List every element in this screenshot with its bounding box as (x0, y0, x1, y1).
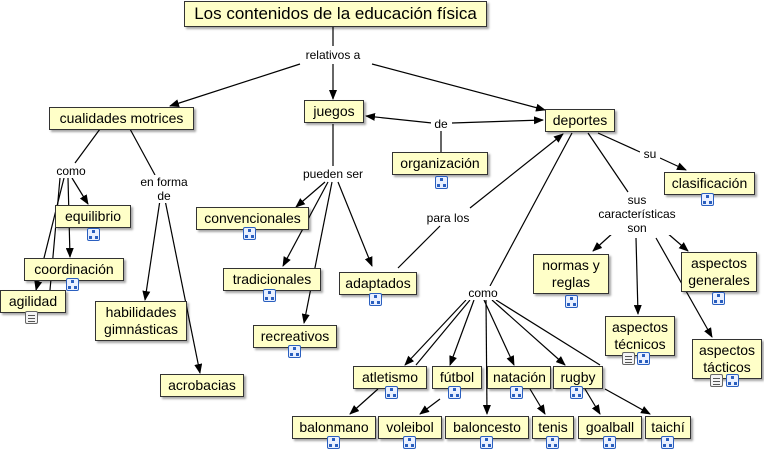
concept-map-icon[interactable] (510, 386, 523, 399)
concept-map-icon[interactable] (263, 289, 276, 302)
concept-map-icon[interactable] (603, 436, 616, 449)
link-label-como: como (54, 164, 88, 178)
concept-map-icon[interactable] (66, 278, 79, 291)
concept-atletismo[interactable]: atletismo (353, 366, 427, 389)
concept-acrobacias[interactable]: acrobacias (160, 374, 244, 397)
link-label-para-los: para los (422, 211, 474, 225)
concept-map-icon[interactable] (288, 345, 301, 358)
concept-map-icon[interactable] (480, 436, 493, 449)
concept-coordinacion[interactable]: coordinación (24, 258, 124, 281)
concept-map-icon[interactable] (403, 436, 416, 449)
concept-map-icon[interactable] (726, 374, 739, 387)
concept-aspectos-generales[interactable]: aspectos generales (681, 252, 757, 292)
concept-map-icon[interactable] (565, 295, 578, 308)
concept-adaptados[interactable]: adaptados (339, 272, 417, 295)
link-label-pueden-ser: pueden ser (298, 167, 368, 181)
document-icon[interactable] (622, 352, 635, 365)
concept-goalball[interactable]: goalball (578, 416, 642, 439)
concept-clasificacion[interactable]: clasificación (664, 172, 755, 195)
concept-tenis[interactable]: tenis (532, 416, 574, 439)
concept-map-icon[interactable] (637, 352, 650, 365)
concept-organizacion[interactable]: organización (392, 152, 488, 175)
concept-aspectos-tacticos[interactable]: aspectos tácticos (692, 339, 762, 379)
concept-voleibol[interactable]: voleibol (378, 416, 442, 439)
concept-juegos[interactable]: juegos (304, 100, 364, 123)
concept-map-icon[interactable] (712, 292, 725, 305)
concept-map-icon[interactable] (448, 386, 461, 399)
concept-title[interactable]: Los contenidos de la educación física (184, 1, 487, 27)
concept-map-icon[interactable] (435, 176, 448, 189)
concept-deportes[interactable]: deportes (545, 109, 615, 132)
concept-map-icon[interactable] (327, 436, 340, 449)
document-icon[interactable] (25, 311, 38, 324)
link-label-su: su (640, 147, 660, 161)
concept-map-icon[interactable] (87, 228, 100, 241)
concept-habilidades-gimnasticas[interactable]: habilidades gimnásticas (95, 301, 187, 341)
concept-map-icon[interactable] (570, 386, 583, 399)
concept-map-icon[interactable] (661, 436, 674, 449)
concept-map-icon[interactable] (369, 293, 382, 306)
link-label-como-deportes: como (465, 286, 501, 300)
concept-tradicionales[interactable]: tradicionales (223, 268, 321, 291)
concept-cualidades-motrices[interactable]: cualidades motrices (49, 107, 194, 130)
concept-natacion[interactable]: natación (487, 366, 551, 389)
link-label-sus-caracteristicas-son: sus características son (594, 193, 680, 235)
document-icon[interactable] (710, 374, 723, 387)
concept-map-icon[interactable] (546, 436, 559, 449)
concept-normas-y-reglas[interactable]: normas y reglas (533, 254, 609, 294)
concept-map-icon[interactable] (243, 227, 256, 240)
link-label-de: de (431, 117, 451, 131)
concept-map-icon[interactable] (385, 386, 398, 399)
link-label-en-forma-de: en forma de (136, 175, 192, 203)
concept-equilibrio[interactable]: equilibrio (55, 205, 131, 228)
concept-agilidad[interactable]: agilidad (0, 290, 66, 313)
concept-map-icon[interactable] (701, 193, 714, 206)
link-label-relativos-a: relativos a (300, 48, 366, 62)
concept-aspectos-tecnicos[interactable]: aspectos técnicos (605, 316, 675, 356)
